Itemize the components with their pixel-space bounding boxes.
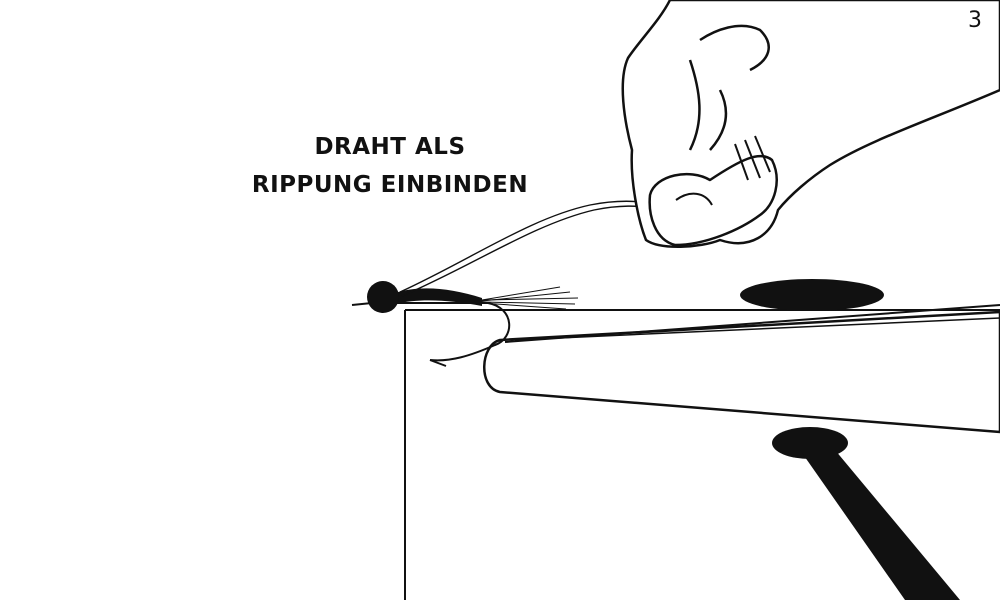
table-edge [404,309,1000,600]
hand-icon [621,0,1000,248]
caption-line-2: RIPPUNG EINBINDEN [251,172,529,198]
bead-head-icon [367,281,399,313]
step-number: 3 [968,8,982,33]
tail-fibers [481,286,579,310]
rib-wire [399,200,657,297]
vise-icon [483,279,1000,600]
thread-body [395,288,482,306]
caption-line-1: DRAHT ALS [314,134,466,160]
instruction-caption: DRAHT ALS RIPPUNG EINBINDEN [240,128,540,204]
